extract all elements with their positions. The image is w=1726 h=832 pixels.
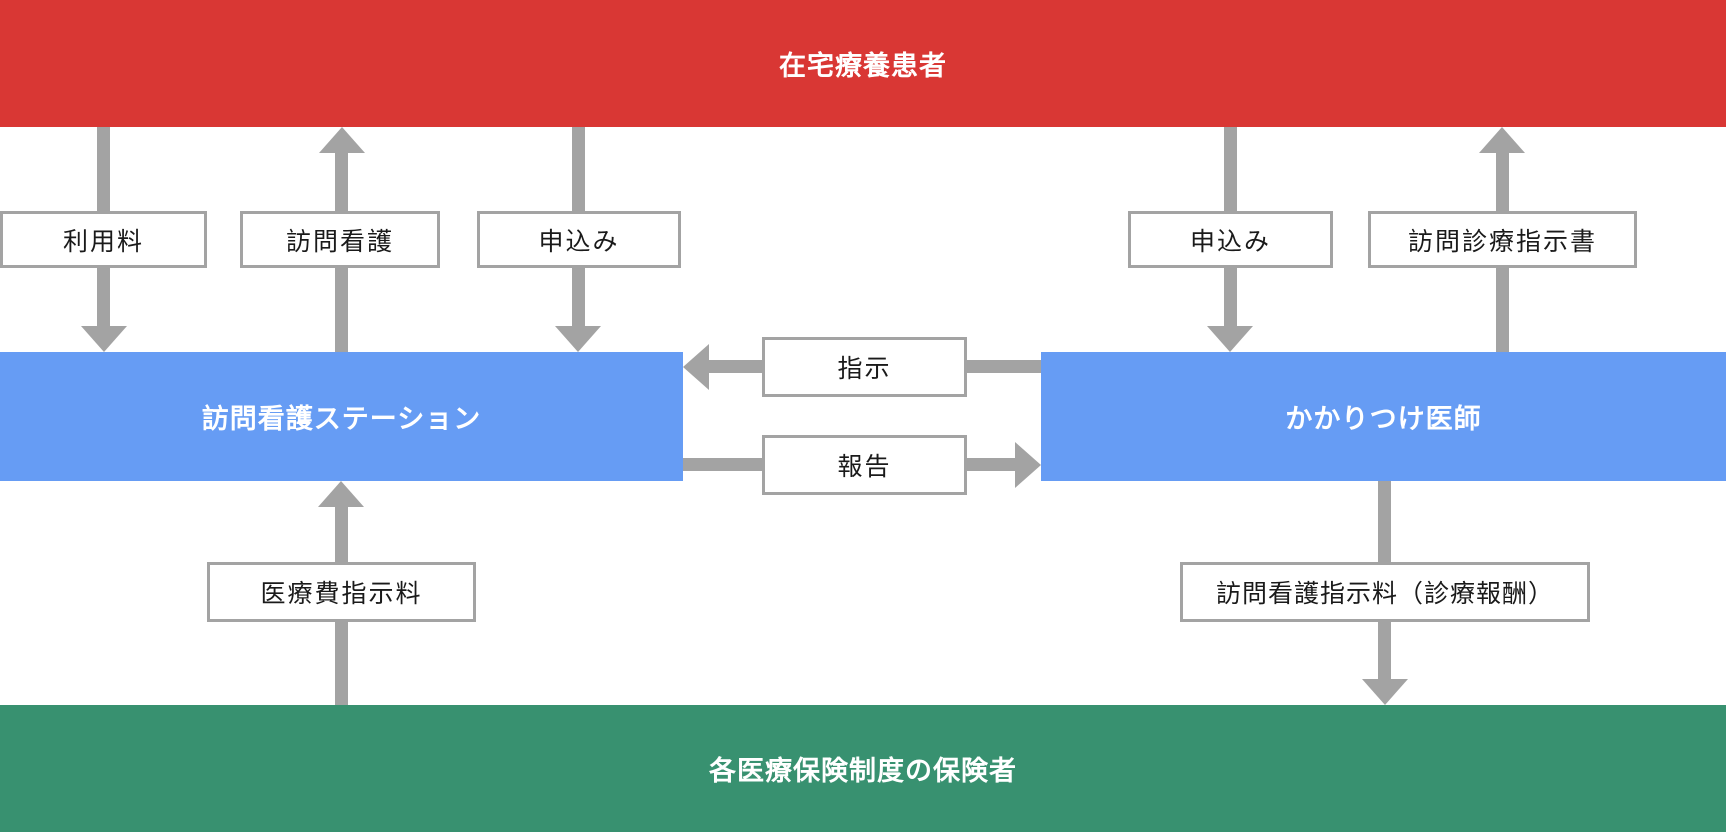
label-visit-care-instruction-doc: 訪問診療指示書 bbox=[1368, 211, 1637, 268]
label-instruction: 指示 bbox=[762, 337, 967, 397]
arrow-visit-care-doc-head-up-icon bbox=[1479, 127, 1525, 153]
label-visiting-nursing: 訪問看護 bbox=[240, 211, 440, 268]
node-family-doctor: かかりつけ医師 bbox=[1041, 352, 1726, 481]
arrow-application-right-head-down-icon bbox=[1207, 326, 1253, 352]
arrow-medical-fee-head-up-icon bbox=[318, 481, 364, 507]
label-nursing-instruction-fee: 訪問看護指示料（診療報酬） bbox=[1180, 562, 1590, 622]
node-family-doctor-label: かかりつけ医師 bbox=[1285, 404, 1482, 434]
label-medical-fee-instruction: 医療費指示料 bbox=[207, 562, 476, 622]
node-insurers-label: 各医療保険制度の保険者 bbox=[709, 756, 1017, 786]
label-application-left: 申込み bbox=[477, 211, 681, 268]
label-application-right: 申込み bbox=[1128, 211, 1333, 268]
arrow-usage-fee-head-down-icon bbox=[81, 326, 127, 352]
arrow-nursing-fee-head-down-icon bbox=[1362, 679, 1408, 705]
label-usage-fee: 利用料 bbox=[0, 211, 207, 268]
label-report: 報告 bbox=[762, 435, 967, 495]
arrow-report-head-right-icon bbox=[1015, 442, 1041, 488]
arrow-application-left-head-down-icon bbox=[555, 326, 601, 352]
node-visiting-nursing-station: 訪問看護ステーション bbox=[0, 352, 683, 481]
node-insurers: 各医療保険制度の保険者 bbox=[0, 705, 1726, 832]
arrow-instruction-head-left-icon bbox=[683, 344, 709, 390]
arrow-visiting-nursing-head-up-icon bbox=[319, 127, 365, 153]
node-home-care-patient: 在宅療養患者 bbox=[0, 0, 1726, 127]
node-home-care-patient-label: 在宅療養患者 bbox=[779, 51, 947, 81]
node-visiting-nursing-station-label: 訪問看護ステーション bbox=[201, 404, 482, 434]
